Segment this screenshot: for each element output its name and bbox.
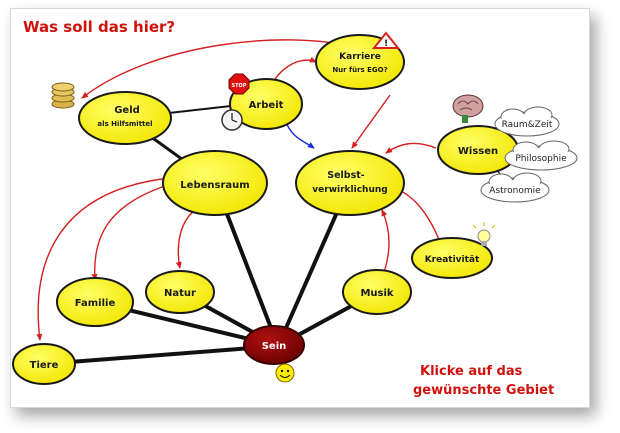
stop-sign-icon: STOP: [228, 73, 250, 95]
svg-text:als Hilfsmittel: als Hilfsmittel: [97, 120, 152, 128]
svg-text:Karriere: Karriere: [339, 52, 381, 62]
svg-text:Lebensraum: Lebensraum: [180, 180, 249, 191]
cloud-raum-zeit[interactable]: Raum&Zeit: [494, 106, 560, 137]
lightbulb-icon: [472, 222, 496, 246]
node-arbeit[interactable]: Arbeit: [229, 78, 303, 130]
node-familie[interactable]: Familie: [56, 277, 134, 327]
cloud-philosophie[interactable]: Philosophie: [504, 140, 578, 171]
svg-text:Familie: Familie: [75, 298, 116, 309]
node-geld[interactable]: Geld als Hilfsmittel: [78, 91, 172, 145]
cloud-astronomie[interactable]: Astronomie: [480, 172, 550, 203]
node-tiere[interactable]: Tiere: [12, 343, 76, 385]
node-natur[interactable]: Natur: [145, 270, 215, 314]
footer-line-2: gewünschte Gebiet: [413, 383, 554, 398]
svg-text:Sein: Sein: [262, 341, 287, 352]
brain-icon: [452, 94, 484, 123]
svg-text:Nur fürs EGO?: Nur fürs EGO?: [332, 66, 387, 74]
node-selbstverwirklichung[interactable]: Selbst- verwirklichung: [295, 150, 405, 216]
page-title: Was soll das hier?: [23, 18, 175, 36]
svg-text:Musik: Musik: [360, 288, 393, 299]
clock-icon: [221, 109, 243, 131]
smiley-icon: [275, 363, 295, 383]
node-sein[interactable]: Sein: [243, 325, 305, 365]
svg-text:Selbst-: Selbst-: [327, 170, 365, 181]
node-lebensraum[interactable]: Lebensraum: [162, 150, 268, 216]
svg-text:Natur: Natur: [164, 288, 196, 299]
svg-text:Wissen: Wissen: [458, 146, 498, 157]
coins-icon: [51, 82, 75, 109]
svg-text:Kreativität: Kreativität: [425, 255, 480, 265]
svg-text:Philosophie: Philosophie: [515, 154, 567, 164]
svg-text:Geld: Geld: [114, 105, 140, 116]
node-kreativitaet[interactable]: Kreativität: [411, 237, 493, 279]
warning-icon: !: [371, 31, 401, 49]
svg-text:Tiere: Tiere: [30, 360, 59, 371]
svg-text:verwirklichung: verwirklichung: [312, 185, 387, 195]
footer-line-1: Klicke auf das: [420, 364, 523, 379]
svg-text:!: !: [384, 39, 388, 49]
svg-text:Astronomie: Astronomie: [489, 186, 541, 196]
svg-text:STOP: STOP: [232, 83, 247, 89]
svg-text:Raum&Zeit: Raum&Zeit: [502, 120, 553, 130]
svg-text:Arbeit: Arbeit: [249, 100, 284, 111]
node-musik[interactable]: Musik: [342, 269, 412, 315]
